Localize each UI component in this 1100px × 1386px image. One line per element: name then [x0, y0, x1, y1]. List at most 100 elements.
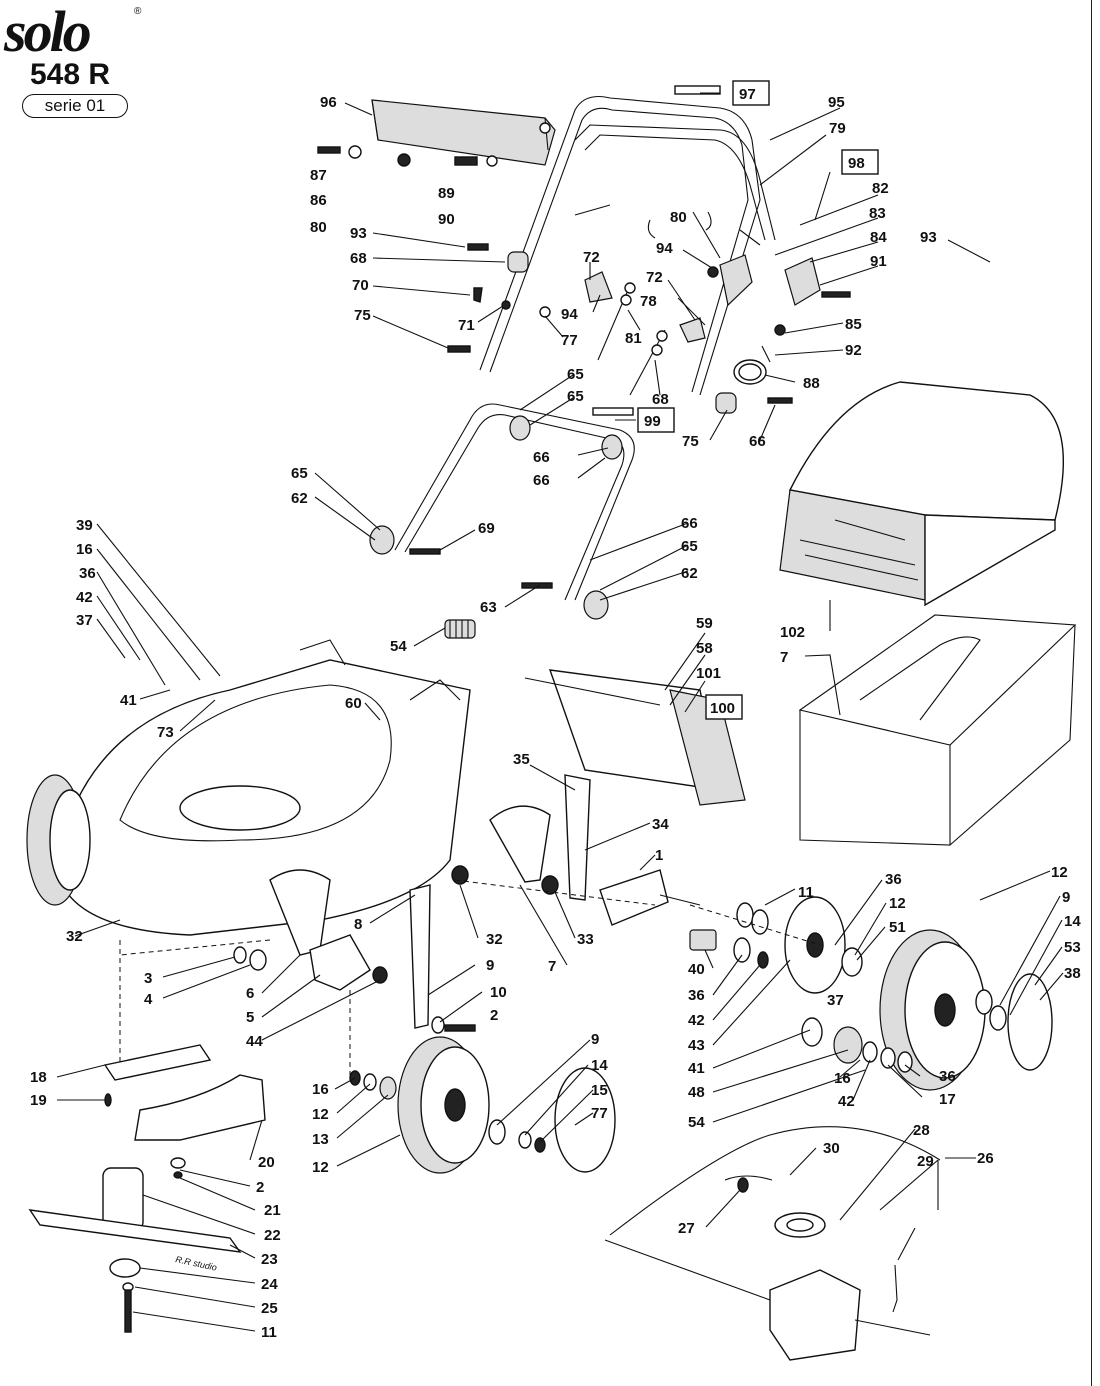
handle-controls [707, 254, 851, 385]
part-number-label: 38 [1064, 965, 1081, 982]
part-number-label: 93 [920, 229, 937, 246]
part-number-label: 42 [76, 589, 93, 606]
part-number-label: 16 [312, 1081, 329, 1098]
part-number-label: 14 [591, 1057, 608, 1074]
part-number-label: 22 [264, 1227, 281, 1244]
part-number-label: 66 [533, 472, 550, 489]
part-number-label: 68 [350, 250, 367, 267]
part-number-label: 26 [977, 1150, 994, 1167]
part-number-label: 24 [261, 1276, 278, 1293]
part-number-label: 92 [845, 342, 862, 359]
front-pivot [233, 934, 476, 1034]
deflector-plate [524, 669, 746, 806]
part-number-label: 69 [478, 520, 495, 537]
part-number-label: 94 [561, 306, 578, 323]
part-number-label: 42 [688, 1012, 705, 1029]
part-number-label: 20 [258, 1154, 275, 1171]
part-number-label: 66 [681, 515, 698, 532]
part-number-label: 77 [561, 332, 578, 349]
part-number-label: 11 [798, 884, 814, 901]
part-number-label: 72 [583, 249, 600, 266]
part-number-label: 66 [749, 433, 766, 450]
part-number-label: 8 [354, 916, 362, 933]
part-number-label: 65 [291, 465, 308, 482]
part-number-label: 9 [486, 957, 494, 974]
part-number-label: 90 [438, 211, 455, 228]
model-number: 548 R [30, 58, 111, 91]
gearbox [604, 1126, 941, 1361]
registered-mark: ® [134, 6, 142, 17]
part-number-label: 23 [261, 1251, 278, 1268]
part-number-label: 12 [1051, 864, 1068, 881]
part-number-label: 86 [310, 192, 327, 209]
part-number-label: 36 [688, 987, 705, 1004]
part-number-label: 15 [591, 1082, 608, 1099]
part-number-label: 93 [350, 225, 367, 242]
part-number-label: 94 [656, 240, 673, 257]
part-number-label: 79 [829, 120, 846, 137]
part-number-label: 2 [490, 1007, 498, 1024]
part-number-label: 34 [652, 816, 669, 833]
part-number-label: 41 [120, 692, 137, 709]
small-fasteners [447, 211, 793, 414]
part-number-label: 29 [917, 1153, 934, 1170]
part-number-label: 32 [486, 931, 503, 948]
part-number-label: 35 [513, 751, 530, 768]
part-number-label: 16 [834, 1070, 851, 1087]
axle-small-parts [689, 902, 1007, 1073]
part-number-label: 89 [438, 185, 455, 202]
part-number-label: 10 [490, 984, 507, 1001]
part-number-label: 44 [246, 1033, 263, 1050]
rear-wheel [879, 929, 986, 1091]
part-number-label: 73 [157, 724, 174, 741]
part-number-label: 65 [567, 388, 584, 405]
part-number-label: 85 [845, 316, 862, 333]
part-number-label: 43 [688, 1037, 705, 1054]
part-number-label: 59 [696, 615, 713, 632]
blade-assembly [28, 1044, 266, 1333]
part-number-label: 102 [780, 624, 805, 641]
part-number-label: 9 [591, 1031, 599, 1048]
part-drawings: R.R studio [26, 85, 1077, 1361]
part-number-label: 66 [533, 449, 550, 466]
part-number-label: 12 [889, 895, 906, 912]
serie-badge: serie 01 [22, 94, 128, 118]
part-number-label: 83 [869, 205, 886, 222]
part-number-label: 36 [885, 871, 902, 888]
part-number-label: 62 [291, 490, 308, 507]
part-number-label: 13 [312, 1131, 329, 1148]
upper-handle [479, 95, 776, 396]
part-number-label: 36 [79, 565, 96, 582]
part-number-label: 91 [870, 253, 887, 270]
part-number-label: 62 [681, 565, 698, 582]
part-number-label: 28 [913, 1122, 930, 1139]
front-axle-small-parts [349, 1070, 546, 1153]
assembly-axis [119, 879, 821, 1075]
grass-bag [779, 381, 1064, 607]
handle-bar-parts [592, 85, 721, 416]
boxed-part-label: 97 [739, 86, 756, 103]
part-number-label: 37 [827, 992, 844, 1009]
page-edge [1090, 0, 1092, 1386]
part-number-label: 87 [310, 167, 327, 184]
part-number-label: 95 [828, 94, 845, 111]
boxed-part-label: 98 [848, 155, 865, 172]
part-number-label: 12 [312, 1106, 329, 1123]
part-number-label: 27 [678, 1220, 695, 1237]
part-number-label: 16 [76, 541, 93, 558]
part-number-label: 68 [652, 391, 669, 408]
part-number-label: 82 [872, 180, 889, 197]
brand-logo: solo [4, 0, 92, 64]
part-number-label: 17 [939, 1091, 956, 1108]
part-number-label: 14 [1064, 913, 1081, 930]
part-number-label: 48 [688, 1084, 705, 1101]
rear-hub-cap [1007, 973, 1053, 1071]
part-number-label: 5 [246, 1009, 254, 1026]
part-number-label: 63 [480, 599, 497, 616]
boxed-part-label: 99 [644, 413, 661, 430]
boxed-label-frames [637, 80, 879, 720]
grass-bag-frame [798, 614, 1077, 846]
part-number-label: 77 [591, 1105, 608, 1122]
